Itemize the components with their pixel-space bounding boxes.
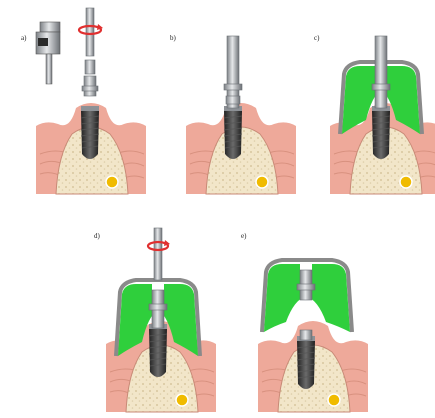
implant-a (81, 106, 99, 159)
panel-e (258, 260, 368, 412)
driver-shaft-d (154, 228, 162, 280)
implant-c (372, 106, 390, 159)
implant-stub-e (300, 330, 312, 340)
impression-coping-c (372, 36, 390, 108)
implant-d (149, 324, 167, 377)
implant-e (297, 336, 315, 389)
panel-a (36, 8, 146, 194)
driver-shaft-a (86, 8, 94, 56)
screwdriver-icon (36, 22, 60, 84)
impression-coping-a (82, 60, 98, 96)
panel-b (186, 36, 296, 194)
implant-b (224, 106, 242, 159)
impression-coping-e (297, 270, 315, 300)
panel-c (330, 36, 435, 194)
impression-coping-b (224, 36, 242, 108)
panel-d (106, 228, 216, 412)
